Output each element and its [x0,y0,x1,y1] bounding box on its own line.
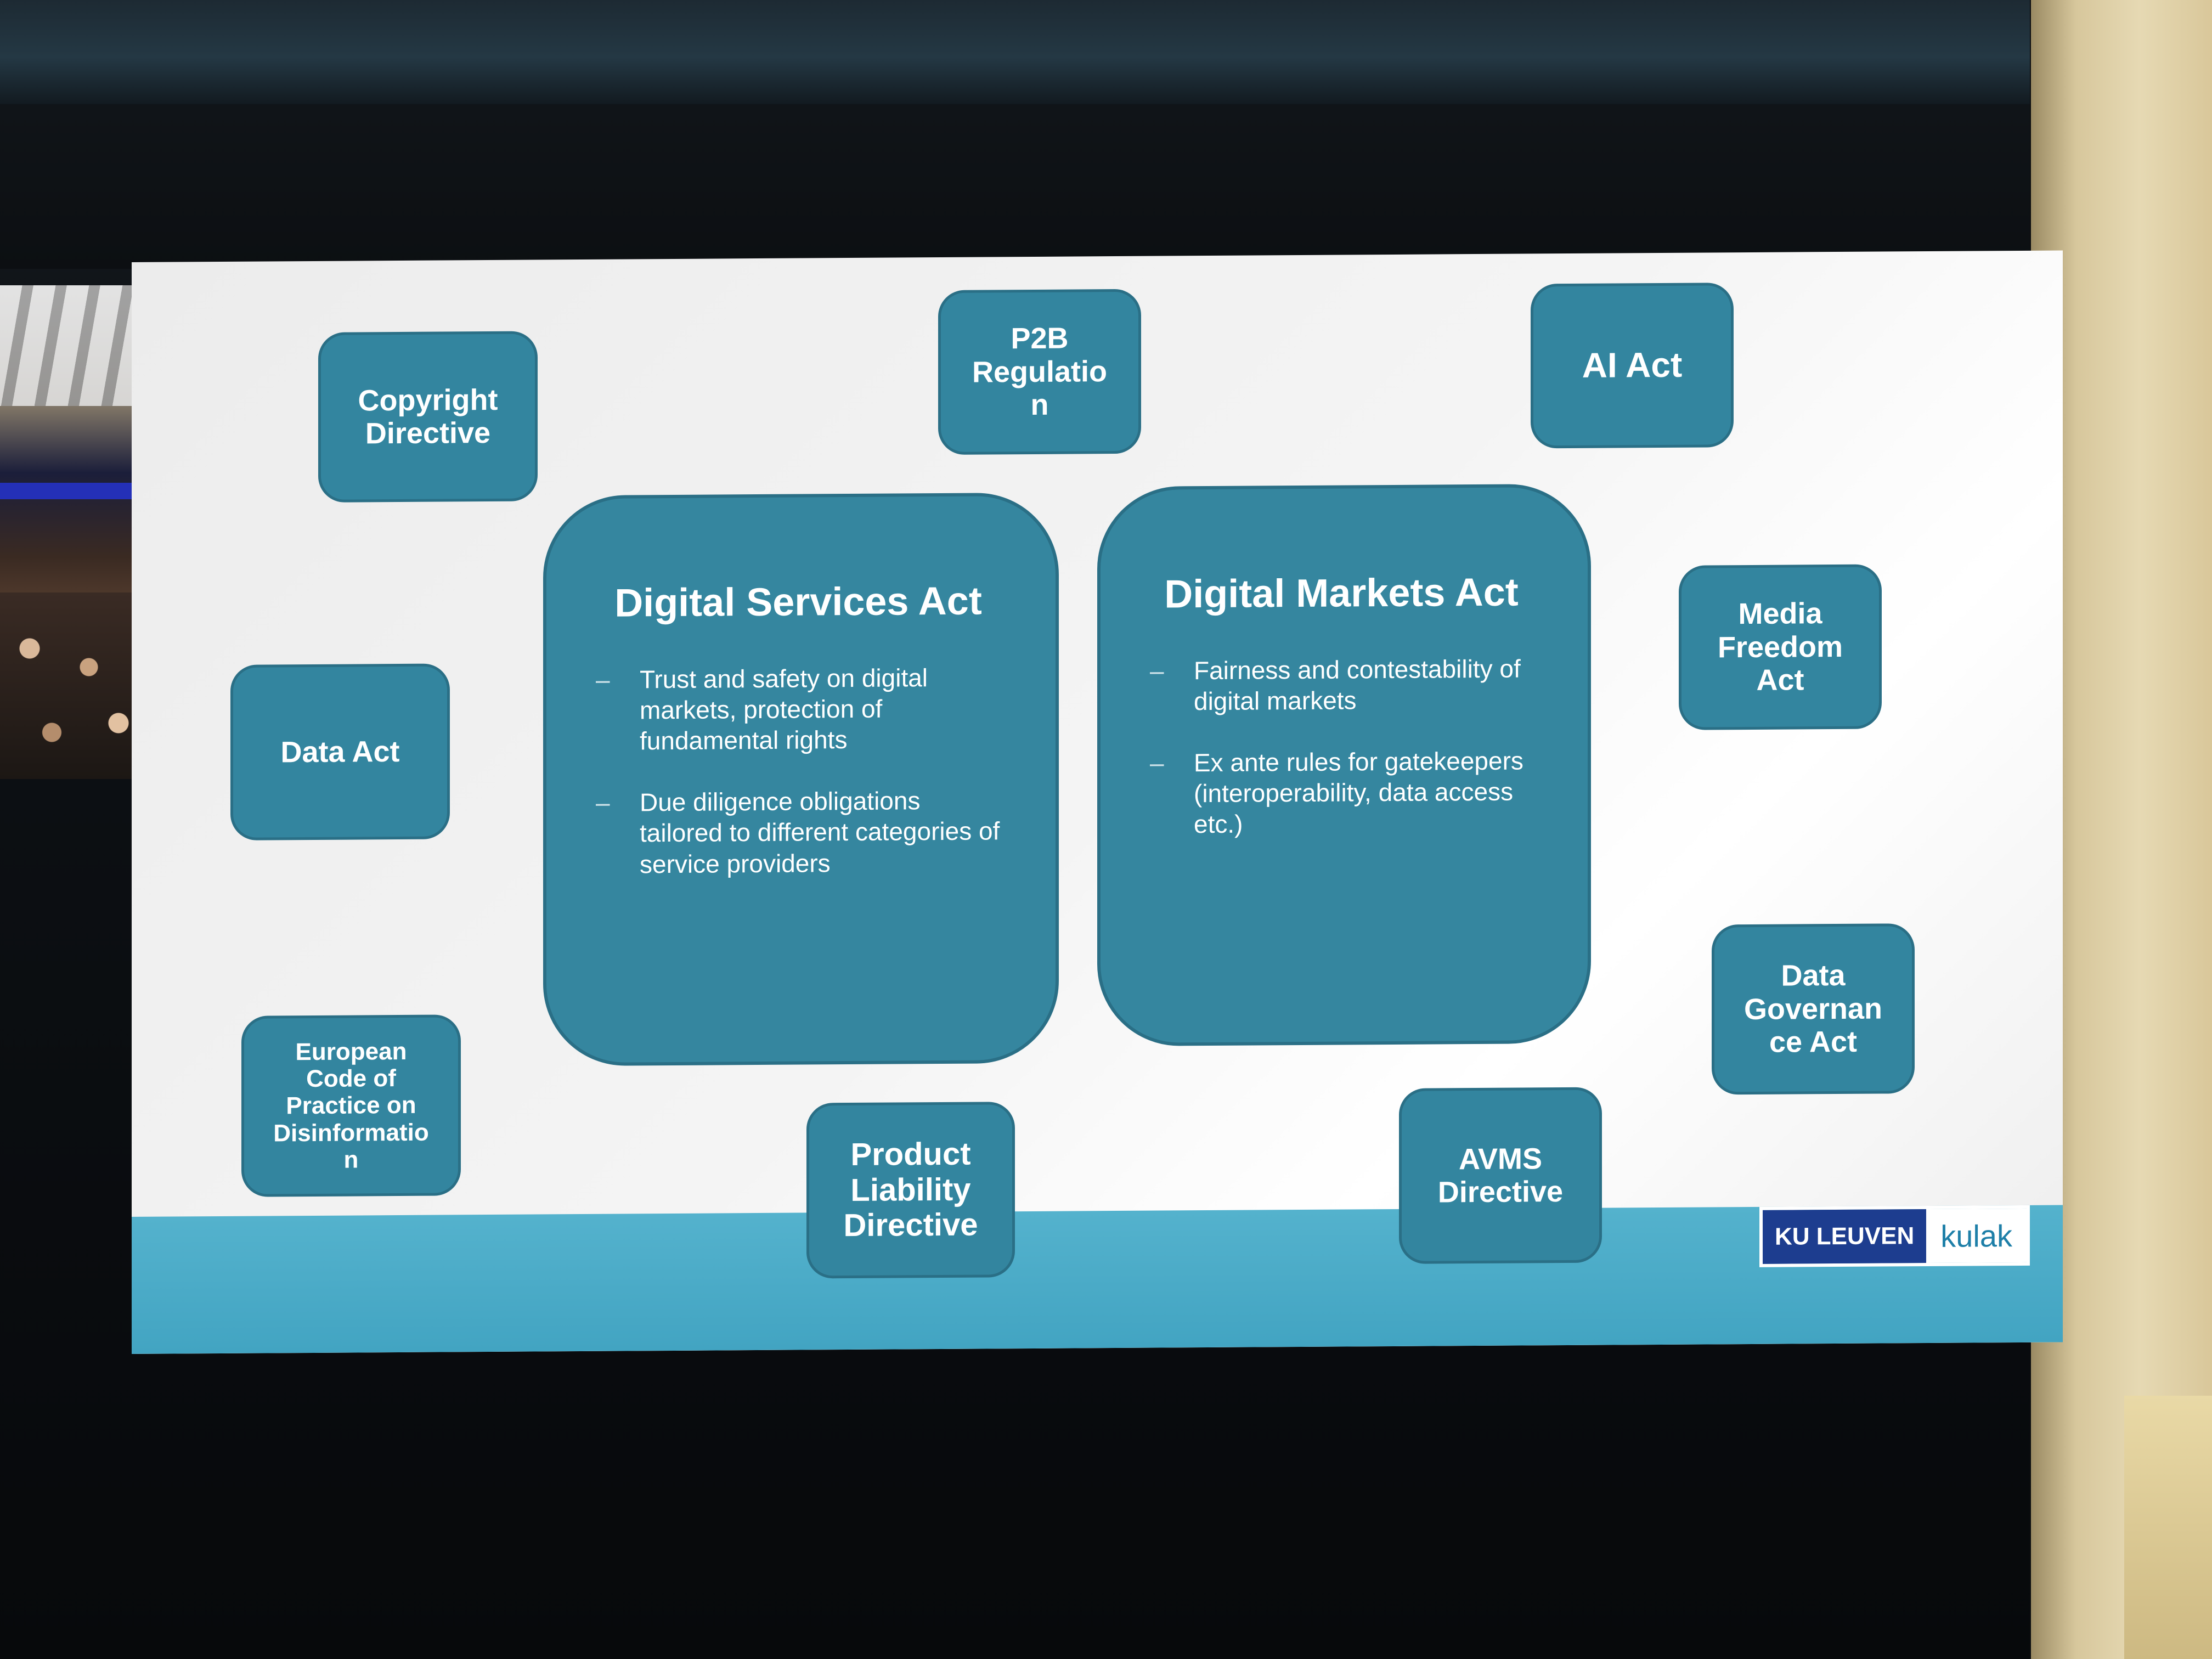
camera-ceiling [0,285,148,406]
box-line: Directive [843,1207,978,1244]
box-line: Directive [365,416,491,450]
box-line: European [295,1037,407,1066]
screen-dark-area [0,104,2052,269]
copyright-directive-box: Copyright Directive [318,331,538,503]
box-line: Act [1756,663,1804,697]
logo-kulak: kulak [1926,1208,2027,1263]
camera-audience [0,592,148,779]
bullet-dash: – [1150,656,1164,685]
dma-bullet-list: – Fairness and contestability of digital… [1150,653,1533,840]
box-line: Directive [1437,1175,1564,1209]
box-line: Media [1738,597,1822,631]
box-line: Copyright [358,383,498,417]
bullet-text: Ex ante rules for gatekeepers (interoper… [1194,746,1523,839]
bullet-text: Fairness and contestability of digital m… [1194,654,1521,716]
logo-ku-leuven: KU LEUVEN [1763,1209,1927,1264]
box-line: AI Act [1582,345,1683,386]
box-line: n [343,1146,359,1173]
data-act-box: Data Act [230,663,450,840]
box-line: Practice on [286,1092,416,1120]
box-line: Data [1781,959,1846,992]
box-line: n [1030,388,1049,422]
box-line: Code of [306,1065,396,1093]
box-line: Data Act [280,735,400,769]
bullet-text: Due diligence obligations tailored to di… [640,786,1000,878]
box-line: Liability [850,1171,971,1208]
bullet-dash: – [1150,748,1164,777]
bullet-dash: – [596,665,610,694]
bullet-dash: – [596,788,610,817]
dma-bullet: – Fairness and contestability of digital… [1150,653,1533,716]
box-line: Regulatio [972,354,1107,389]
p2b-regulation-box: P2B Regulatio n [938,289,1141,455]
desk-surface [2124,1396,2212,1659]
bullet-text: Trust and safety on digital markets, pro… [640,663,928,755]
ai-act-box: AI Act [1531,283,1734,449]
box-line: P2B [1011,321,1069,356]
box-line: AVMS [1458,1142,1542,1176]
camera-blue-light [0,483,148,499]
european-code-box: European Code of Practice on Disinformat… [241,1014,461,1197]
avms-directive-box: AVMS Directive [1399,1087,1602,1264]
camera-feed-thumbnail [0,285,148,779]
box-line: Governan [1743,992,1883,1026]
ku-leuven-kulak-logo: KU LEUVEN kulak [1759,1205,2030,1267]
media-freedom-act-box: Media Freedom Act [1679,564,1882,730]
box-line: Freedom [1717,630,1843,664]
box-line: ce Act [1769,1025,1858,1059]
screen-top-band [0,0,2052,104]
data-governance-act-box: Data Governan ce Act [1712,923,1915,1095]
box-line: Product [850,1136,971,1172]
dma-bullet: – Ex ante rules for gatekeepers (interop… [1150,746,1533,840]
dsa-bullet: – Trust and safety on digital markets, p… [596,662,1001,757]
dma-title: Digital Markets Act [1164,570,1519,617]
presentation-slide: Copyright Directive P2B Regulatio n AI A… [132,250,2063,1354]
product-liability-box: Product Liability Directive [806,1102,1015,1279]
dsa-bullet-list: – Trust and safety on digital markets, p… [596,662,1001,879]
dsa-title: Digital Services Act [614,579,982,625]
dsa-bullet: – Due diligence obligations tailored to … [596,785,1001,880]
digital-markets-act-box: Digital Markets Act – Fairness and conte… [1097,483,1591,1047]
box-line: Disinformatio [273,1119,429,1147]
digital-services-act-box: Digital Services Act – Trust and safety … [543,492,1059,1066]
